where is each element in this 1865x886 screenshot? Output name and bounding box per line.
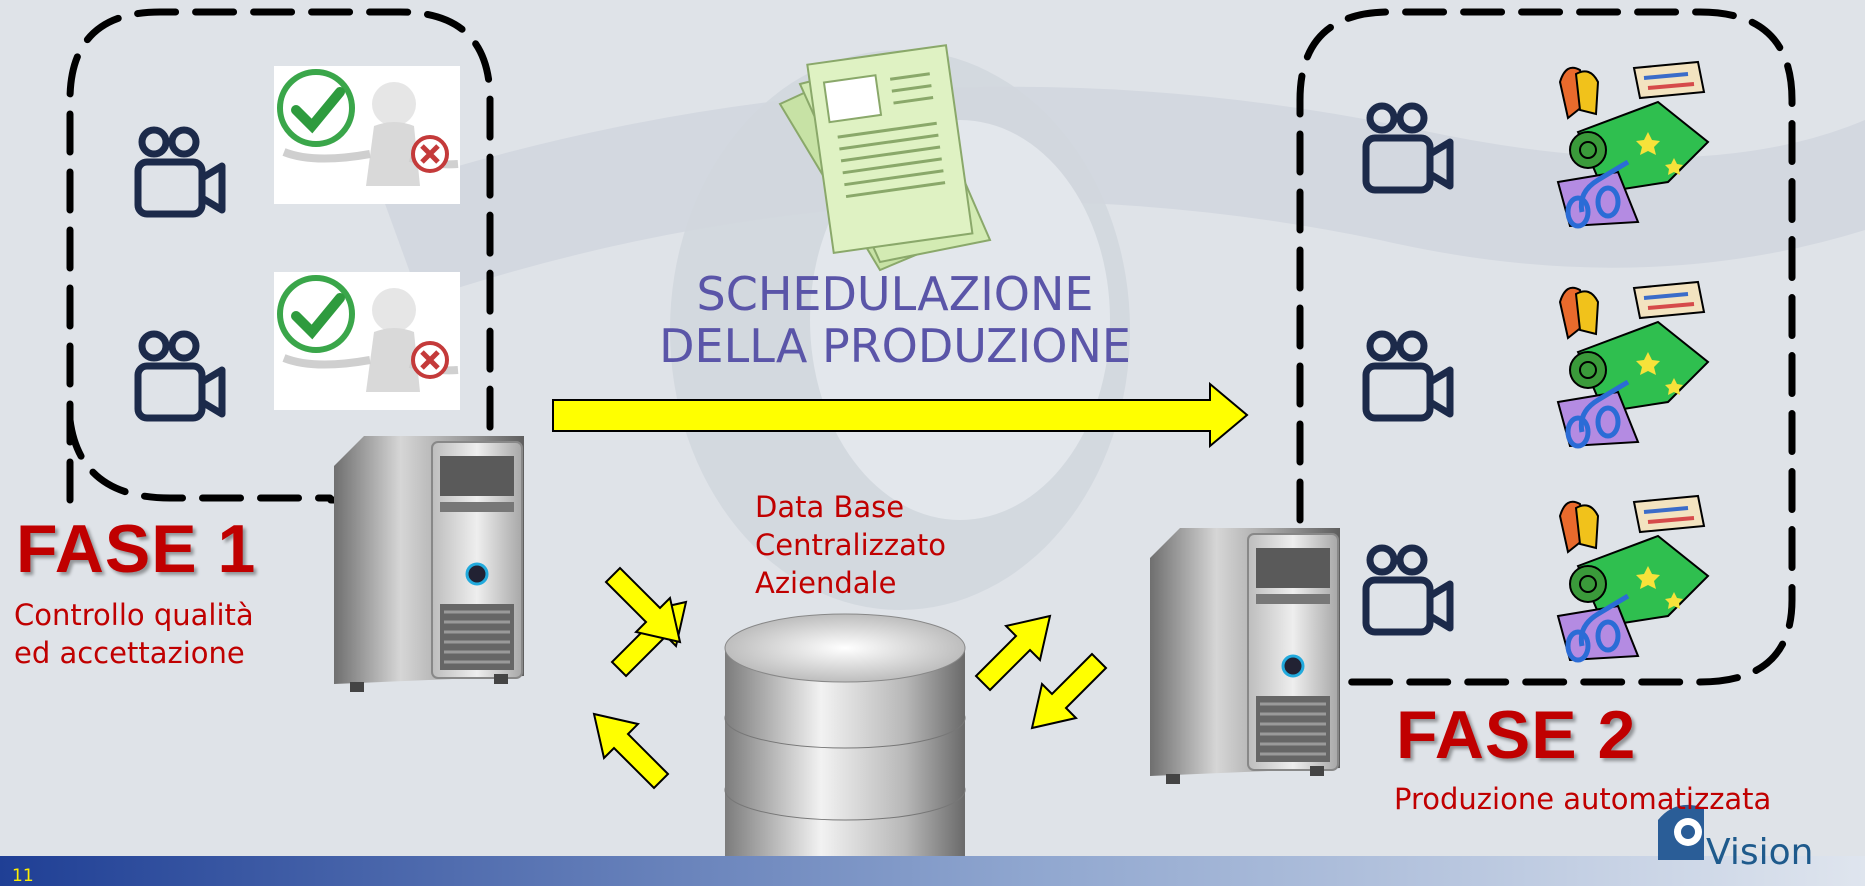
database-label-line1: Data Base: [755, 490, 905, 524]
phase1-subtitle: Controllo qualità ed accettazione: [14, 596, 254, 672]
vision-device-logo: Vision: [1706, 832, 1814, 873]
footer-bar: [0, 856, 1865, 886]
data-exchange-arrows-right: [974, 614, 1108, 730]
database-label: Data Base Centralizzato Aziendale: [755, 488, 946, 602]
logo-text-line1: Vision: [1706, 832, 1814, 873]
schedule-label: SCHEDULAZIONE DELLA PRODUZIONE: [640, 268, 1150, 372]
phase2-subtitle: Produzione automatizzata: [1394, 782, 1772, 816]
phase1-subtitle-line2: ed accettazione: [14, 636, 245, 670]
vision-device-logo-icon: [1658, 804, 1704, 860]
phase1-subtitle-line1: Controllo qualità: [14, 598, 254, 632]
page-number: 11: [12, 866, 34, 886]
schedule-label-line2: DELLA PRODUZIONE: [659, 319, 1131, 373]
database-label-line3: Aziendale: [755, 566, 897, 600]
production-flow-arrow: [552, 381, 1249, 449]
phase2-frame: [1296, 8, 1796, 686]
phase1-frame: [66, 8, 494, 504]
database-label-line2: Centralizzato: [755, 528, 946, 562]
schedule-label-line1: SCHEDULAZIONE: [696, 267, 1094, 321]
data-exchange-arrows-left: [592, 566, 688, 790]
phase2-title: FASE 2: [1396, 697, 1637, 773]
phase1-title: FASE 1: [16, 511, 257, 587]
server-tower-phase1: [332, 434, 526, 694]
quality-check-image: [274, 272, 460, 410]
server-tower-phase2: [1148, 526, 1342, 786]
database-icon: [724, 613, 966, 856]
quality-check-image: [274, 66, 460, 204]
schedule-document-icon: [778, 44, 992, 272]
